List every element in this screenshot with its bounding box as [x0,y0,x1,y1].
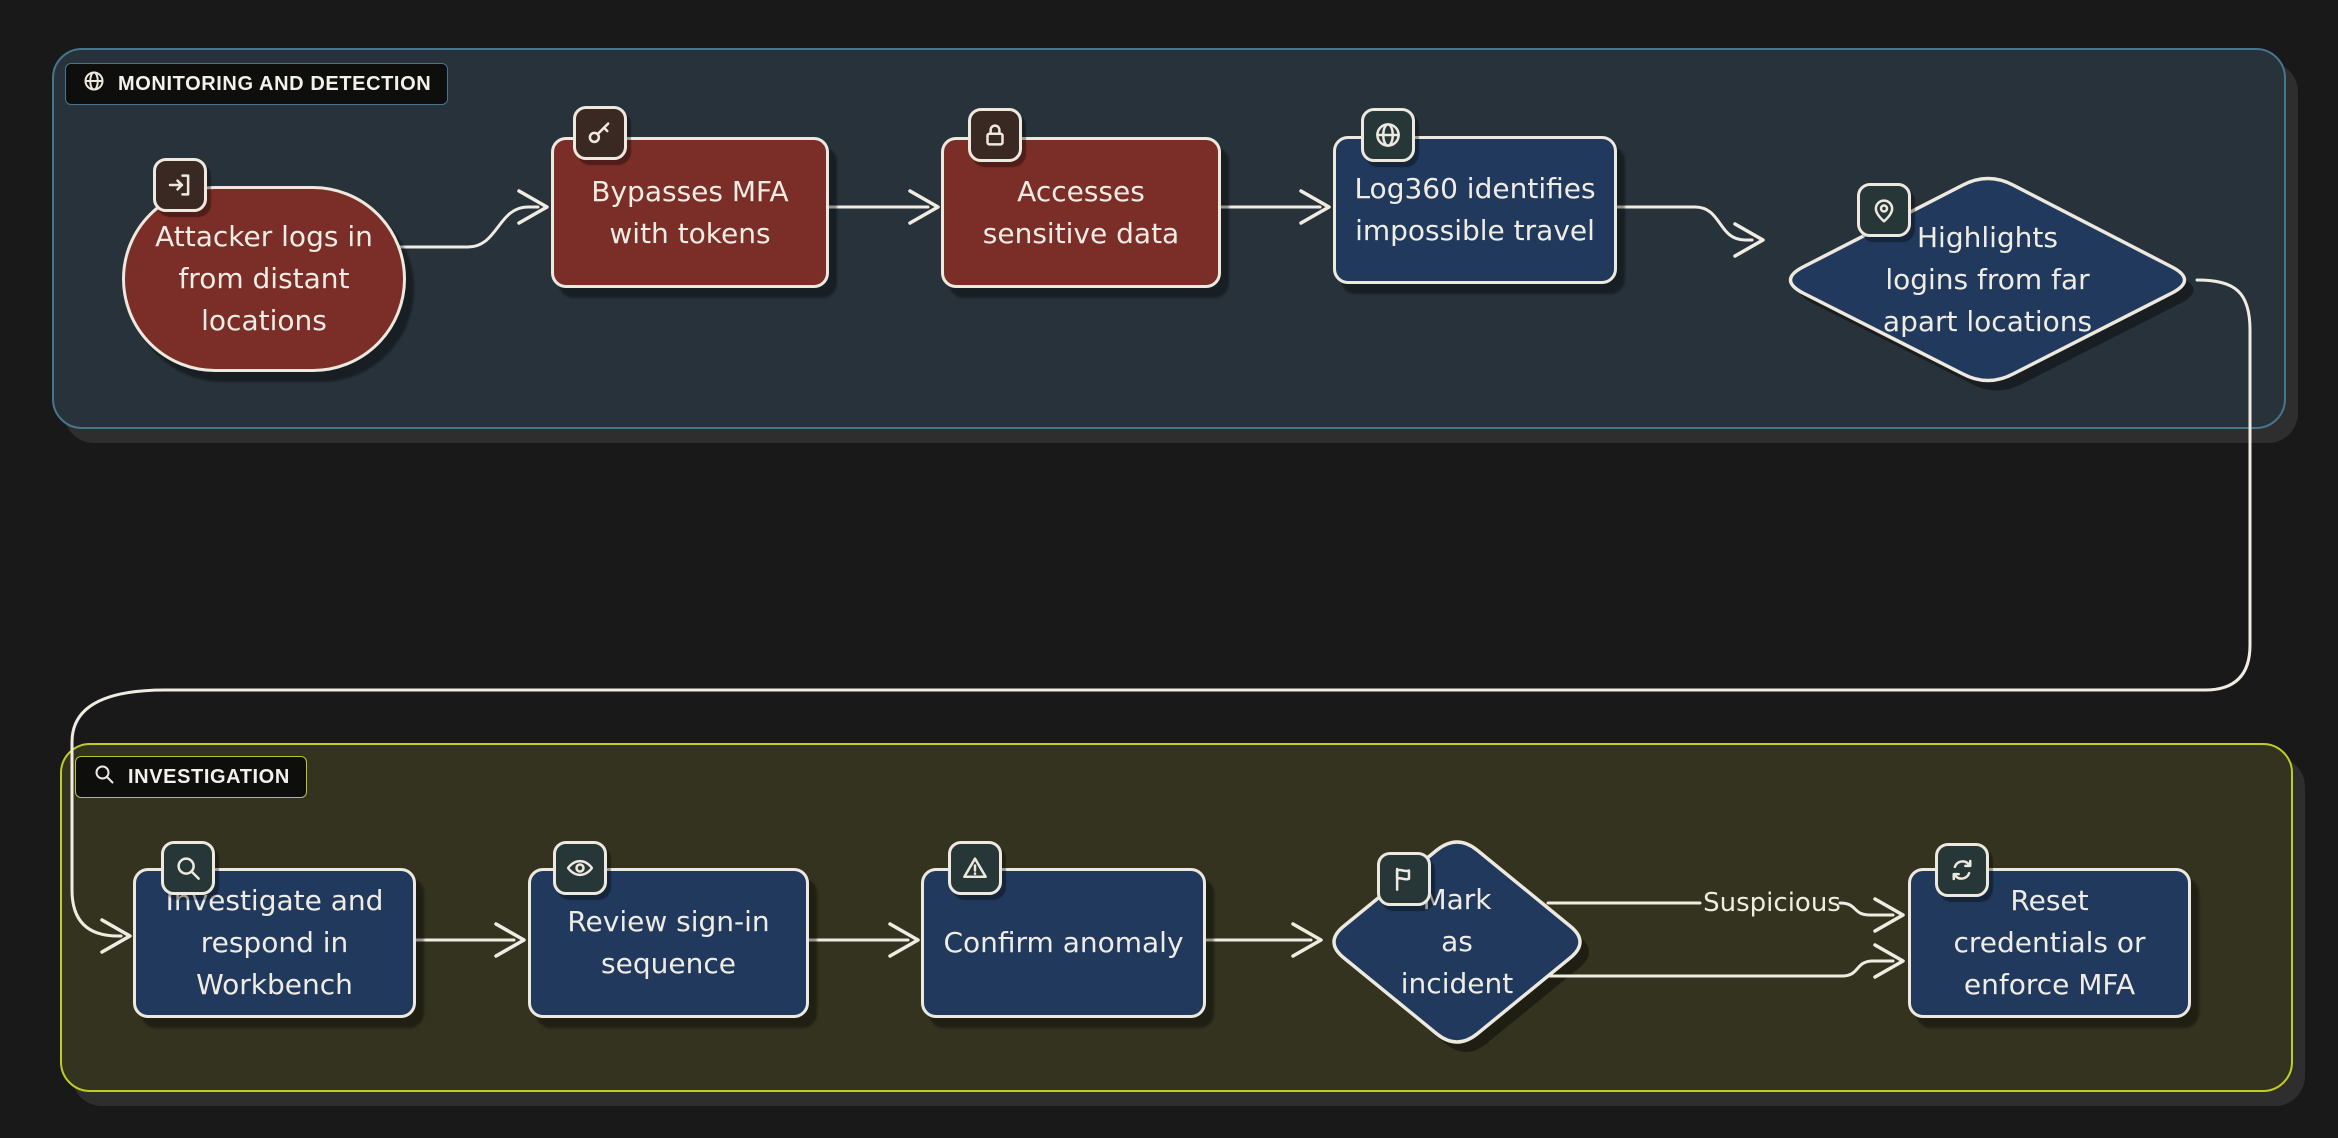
arrowhead [1873,897,1905,933]
node-reset-credentials: Reset credentials or enforce MFA [1908,843,2191,1018]
edge-attacker-bypass [396,205,540,249]
node-label: Log360 identifies impossible travel [1354,172,1596,247]
arrowhead [100,918,132,954]
arrowhead [1291,922,1323,958]
node-label: Investigate and respond in Workbench [165,884,384,1001]
node-review-sign-in: Review sign-in sequence [528,841,809,1018]
node-mark-as-incident: Mark as incident [1324,834,1590,1050]
search-icon [92,762,116,792]
edge-highlight-investigate [70,278,2252,938]
arrowhead [888,922,920,958]
node-label: Reset credentials or enforce MFA [1953,884,2146,1001]
arrowhead [908,189,940,225]
section-label-monitoring: MONITORING AND DETECTION [65,63,449,105]
arrowhead [494,922,526,958]
arrowhead [517,189,549,225]
node-label: Attacker logs in from distant locations [155,220,373,337]
globe-icon [82,69,106,99]
node-attacker-logs-in: Attacker logs in from distant locations [122,158,406,372]
arrowhead [1299,189,1331,225]
refresh-icon [1935,843,1989,897]
node-label: Review sign-in sequence [567,905,770,980]
node-highlights-logins: Highlights logins from far apart locatio… [1778,172,2197,387]
flag-icon [1377,852,1431,906]
node-investigate-workbench: Investigate and respond in Workbench [133,841,416,1018]
search-icon [161,841,215,895]
node-confirm-anomaly: Confirm anomaly [921,841,1206,1018]
node-label: Confirm anomaly [943,926,1184,959]
node-label: Mark as incident [1400,883,1514,1000]
section-label-text: INVESTIGATION [128,765,290,788]
key-icon [573,106,627,160]
node-label: Accesses sensitive data [982,174,1180,250]
warning-icon [948,841,1002,895]
node-accesses-sensitive-data: Accesses sensitive data [941,108,1221,288]
lock-icon [968,108,1022,162]
section-label-text: MONITORING AND DETECTION [118,72,432,95]
node-label: Bypasses MFA with tokens [591,174,789,250]
section-label-investigation: INVESTIGATION [75,756,307,798]
edge-mark-reset-lower [1547,959,1895,978]
login-icon [153,158,207,212]
edge-mark-reset-suspicious-right [1838,901,1895,917]
edge-label-suspicious: Suspicious [1703,888,1841,918]
arrowhead [1873,943,1905,979]
node-label: Highlights logins from far apart locatio… [1882,220,2093,338]
map-pin-icon [1857,183,1911,237]
arrowhead [1733,222,1765,258]
eye-icon [553,841,607,895]
edge-log360-highlight [1609,205,1754,242]
node-log360-identifies: Log360 identifies impossible travel [1333,108,1617,284]
globe-icon [1361,108,1415,162]
node-bypasses-mfa: Bypasses MFA with tokens [551,106,829,288]
